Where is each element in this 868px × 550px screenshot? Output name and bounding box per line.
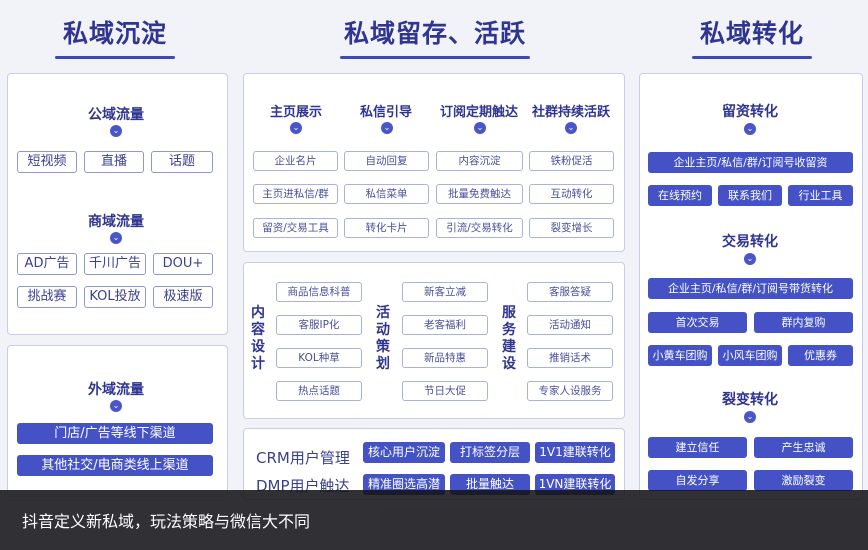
- content-tag[interactable]: 热点话题: [276, 381, 362, 401]
- left-title-underline: [55, 56, 175, 59]
- mid-tag[interactable]: 批量免费触达: [436, 184, 523, 204]
- chevron-down-icon: ⌄: [290, 122, 302, 134]
- mall-flow-tag-lite[interactable]: 极速版: [153, 286, 213, 308]
- external-flow-offline-button[interactable]: 门店/广告等线下渠道: [17, 423, 213, 444]
- mid-tag[interactable]: 主页进私信/群: [253, 184, 338, 204]
- retention-title: 留资转化: [722, 104, 778, 120]
- crm-button[interactable]: 1V1建联转化: [535, 442, 615, 463]
- mid-tag[interactable]: 企业名片: [253, 151, 338, 171]
- right-section-title-text: 私域转化: [699, 19, 804, 48]
- public-flow-tag-topic[interactable]: 话题: [151, 151, 213, 173]
- service-tag[interactable]: 活动通知: [527, 315, 613, 335]
- dmp-button[interactable]: 批量触达: [450, 474, 530, 495]
- chevron-down-icon: ⌄: [744, 411, 756, 423]
- service-tag[interactable]: 专家人设服务: [527, 381, 613, 401]
- mid-tag[interactable]: 私信菜单: [344, 184, 429, 204]
- service-tag[interactable]: 客服答疑: [527, 282, 613, 302]
- crm-button[interactable]: 核心用户沉淀: [363, 442, 445, 463]
- caption-bar: [0, 490, 868, 550]
- mall-flow-title: 商域流量: [88, 214, 144, 230]
- mid-tag[interactable]: 内容沉淀: [436, 151, 523, 171]
- left-section-title-text: 私域沉淀: [62, 19, 167, 48]
- activity-plan-label: 活动策划: [376, 305, 390, 372]
- chevron-down-icon: ⌄: [381, 122, 393, 134]
- left-section-title: 私域沉淀: [40, 14, 190, 59]
- content-design-label: 内容设计: [251, 305, 265, 372]
- chevron-down-icon: ⌄: [474, 122, 486, 134]
- chevron-down-icon: ⌄: [565, 122, 577, 134]
- transaction-button[interactable]: 优惠券: [788, 345, 853, 366]
- chevron-down-icon: ⌄: [110, 125, 122, 137]
- mall-flow-tag-qianchuan[interactable]: 千川广告: [84, 253, 146, 275]
- mall-flow-tag-challenge[interactable]: 挑战赛: [17, 286, 77, 308]
- public-flow-title: 公域流量: [88, 107, 144, 123]
- mall-flow-tag-ad[interactable]: AD广告: [17, 253, 77, 275]
- retention-button[interactable]: 联系我们: [718, 185, 782, 206]
- external-flow-title: 外域流量: [88, 382, 144, 398]
- service-build-label: 服务建设: [502, 305, 516, 372]
- mid-tag[interactable]: 转化卡片: [344, 218, 429, 238]
- fission-button[interactable]: 建立信任: [648, 437, 747, 458]
- chevron-down-icon: ⌄: [110, 232, 122, 244]
- mid-tag[interactable]: 裂变增长: [529, 218, 614, 238]
- retention-button[interactable]: 行业工具: [788, 185, 853, 206]
- mid-tag[interactable]: 引流/交易转化: [436, 218, 523, 238]
- retention-button[interactable]: 在线预约: [648, 185, 712, 206]
- mid-title-underline: [340, 56, 530, 59]
- transaction-wide-button[interactable]: 企业主页/私信/群/订阅号带货转化: [648, 278, 853, 299]
- activity-tag[interactable]: 节日大促: [402, 381, 488, 401]
- retention-wide-button[interactable]: 企业主页/私信/群/订阅号收留资: [648, 152, 853, 173]
- transaction-button[interactable]: 小黄车团购: [648, 345, 712, 366]
- public-flow-tag-live[interactable]: 直播: [84, 151, 144, 173]
- content-tag[interactable]: 商品信息科普: [276, 282, 362, 302]
- transaction-title: 交易转化: [722, 234, 778, 250]
- mid-tag[interactable]: 自动回复: [344, 151, 429, 171]
- content-tag[interactable]: KOL种草: [276, 348, 362, 368]
- mid-tag[interactable]: 留资/交易工具: [253, 218, 338, 238]
- chevron-down-icon: ⌄: [744, 253, 756, 265]
- transaction-button[interactable]: 群内复购: [754, 312, 853, 333]
- fission-button[interactable]: 激励裂变: [754, 470, 853, 491]
- activity-tag[interactable]: 新品特惠: [402, 348, 488, 368]
- mid-col-title-community: 社群持续活跃: [531, 105, 610, 120]
- mall-flow-tag-dou[interactable]: DOU+: [153, 253, 213, 275]
- mid-col-title-subscribe: 订阅定期触达: [439, 105, 518, 120]
- public-flow-tag-short-video[interactable]: 短视频: [17, 151, 77, 173]
- fission-button[interactable]: 自发分享: [648, 470, 747, 491]
- mid-section-title: 私域留存、活跃: [300, 14, 570, 59]
- caption-text: 抖音定义新私域，玩法策略与微信大不同: [22, 512, 311, 531]
- mid-col-title-homepage: 主页展示: [269, 105, 322, 120]
- chevron-down-icon: ⌄: [110, 400, 122, 412]
- dmp-button[interactable]: 精准圈选高潜: [363, 474, 445, 495]
- content-tag[interactable]: 客服IP化: [276, 315, 362, 335]
- mid-tag[interactable]: 铁粉促活: [529, 151, 614, 171]
- dmp-button[interactable]: 1VN建联转化: [535, 474, 615, 495]
- chevron-down-icon: ⌄: [744, 123, 756, 135]
- fission-title: 裂变转化: [722, 392, 778, 408]
- activity-tag[interactable]: 新客立减: [402, 282, 488, 302]
- crm-button[interactable]: 打标签分层: [450, 442, 530, 463]
- transaction-button[interactable]: 首次交易: [648, 312, 747, 333]
- activity-tag[interactable]: 老客福利: [402, 315, 488, 335]
- right-title-underline: [692, 56, 812, 59]
- transaction-button[interactable]: 小风车团购: [718, 345, 782, 366]
- fission-button[interactable]: 产生忠诚: [754, 437, 853, 458]
- right-section-title: 私域转化: [672, 14, 832, 59]
- mid-col-title-dm: 私信引导: [359, 105, 412, 120]
- mid-tag[interactable]: 互动转化: [529, 184, 614, 204]
- mid-section-title-text: 私域留存、活跃: [343, 19, 526, 48]
- mall-flow-tag-kol[interactable]: KOL投放: [84, 286, 146, 308]
- external-flow-online-button[interactable]: 其他社交/电商类线上渠道: [17, 455, 213, 476]
- service-tag[interactable]: 推销话术: [527, 348, 613, 368]
- crm-row-label: CRM用户管理: [256, 449, 350, 467]
